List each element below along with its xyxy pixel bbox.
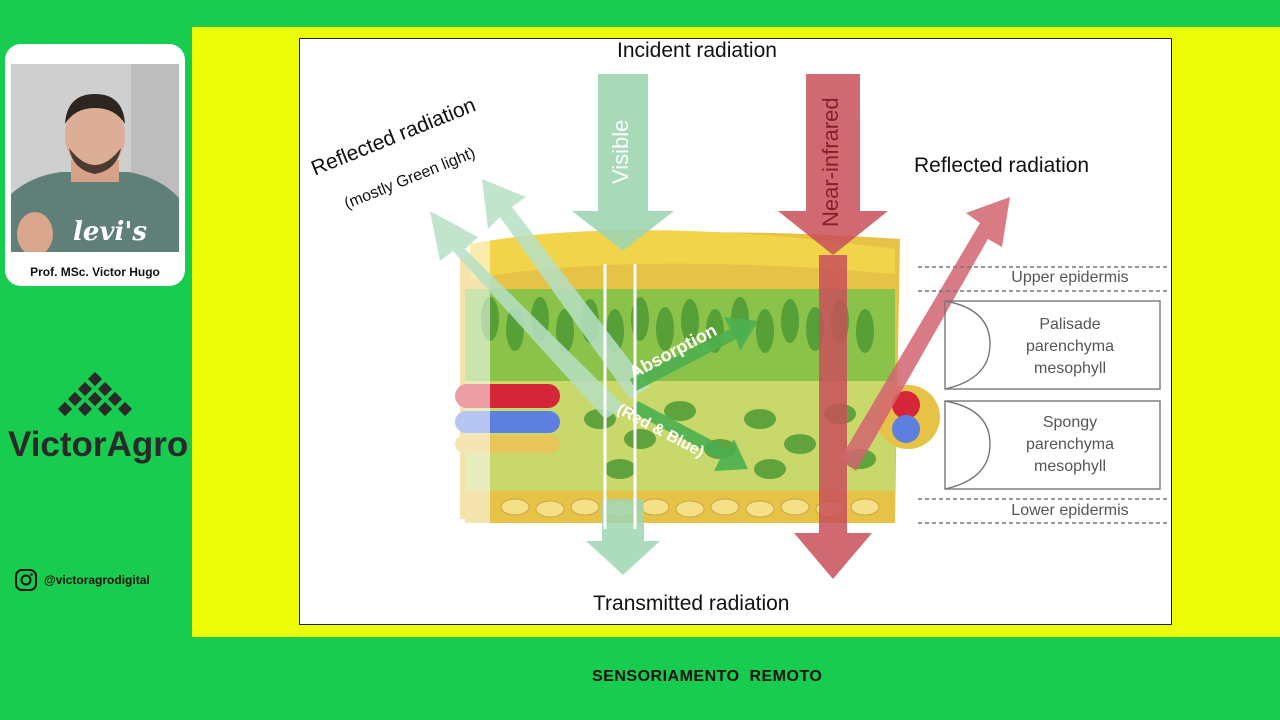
presenter-video: levi's [11,64,179,252]
diamond-grid-icon [57,371,133,417]
upper-epidermis-label: Upper epidermis [1011,269,1129,286]
spongy-label-line2: parenchyma [1025,436,1115,453]
brand-name: VictorAgro [8,425,188,464]
near-infrared-label: Near-infrared [818,97,843,227]
transmitted-radiation-label: Transmitted radiation [593,592,790,615]
palisade-label-line2: parenchyma [1025,338,1115,355]
leaf-cross-section-diagram [420,74,1168,579]
spongy-label-line1: Spongy [1042,414,1098,431]
reflected-green-arrows [430,179,650,419]
lower-epidermis-label: Lower epidermis [1011,502,1129,519]
victoragro-logo: VictorAgro [6,371,188,464]
shirt-text: levi's [73,217,147,247]
layer-brackets [918,266,1168,524]
nir-reflected-arrow [840,197,1010,471]
palisade-label-line3: mesophyll [1033,360,1107,377]
nir-transmitted-arrow [794,255,872,579]
spongy-label-line3: mesophyll [1033,458,1107,475]
leaf-cross-section [420,230,940,539]
nir-incident-arrow [778,74,888,255]
presenter-name: Prof. MSc. Victor Hugo [30,265,160,279]
reflected-right-label: Reflected radiation [914,154,1090,177]
absorption-arrows [630,317,758,471]
visible-label: Visible [608,119,633,184]
webcam-card: levi's Prof. MSc. Victor Hugo [5,44,185,286]
visible-incident-arrow [572,74,674,251]
social-handle-row: @victoragrodigital [14,568,150,592]
spongy-label: Spongy parenchyma mesophyll [990,412,1150,478]
instagram-icon [15,569,37,591]
footer-title: SENSORIAMENTO REMOTO [592,668,823,685]
slide: Incident radiation Visible Near-infrared… [299,38,1172,625]
palisade-label: Palisade parenchyma mesophyll [990,314,1150,380]
palisade-label-line1: Palisade [1039,316,1101,333]
incident-radiation-label: Incident radiation [617,39,777,62]
instagram-handle: @victoragrodigital [44,573,150,587]
visible-transmitted-arrow [586,499,660,575]
